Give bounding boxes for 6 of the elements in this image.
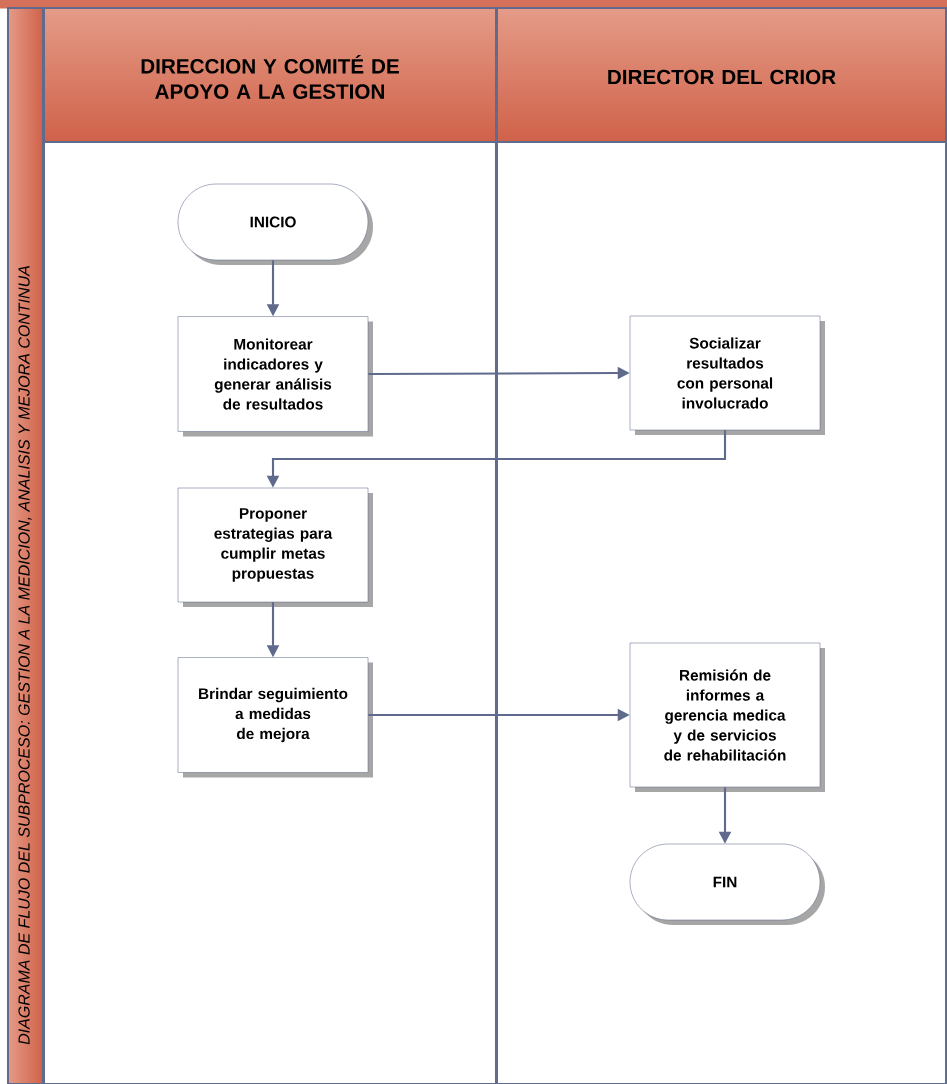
process-box: Socializar resultados con personal involucrado	[629, 315, 825, 435]
process-box: Brindar seguimiento a medidas de mejora	[177, 657, 373, 778]
process-box: Monitorear indicadores y generar análisis de resultados	[177, 316, 373, 437]
title-band: DIAGRAMA DE FLUJO DEL SUBPROCESO: GESTION A LA MEDICION, ANALISIS Y MEJORA CONTINUA	[7, 7, 44, 1084]
process-box: Remisión de informes a gerencia medica y de servicios de rehabilitación	[629, 642, 825, 792]
process-box: Proponer estrategias para cumplir metas propuestas	[177, 487, 373, 607]
